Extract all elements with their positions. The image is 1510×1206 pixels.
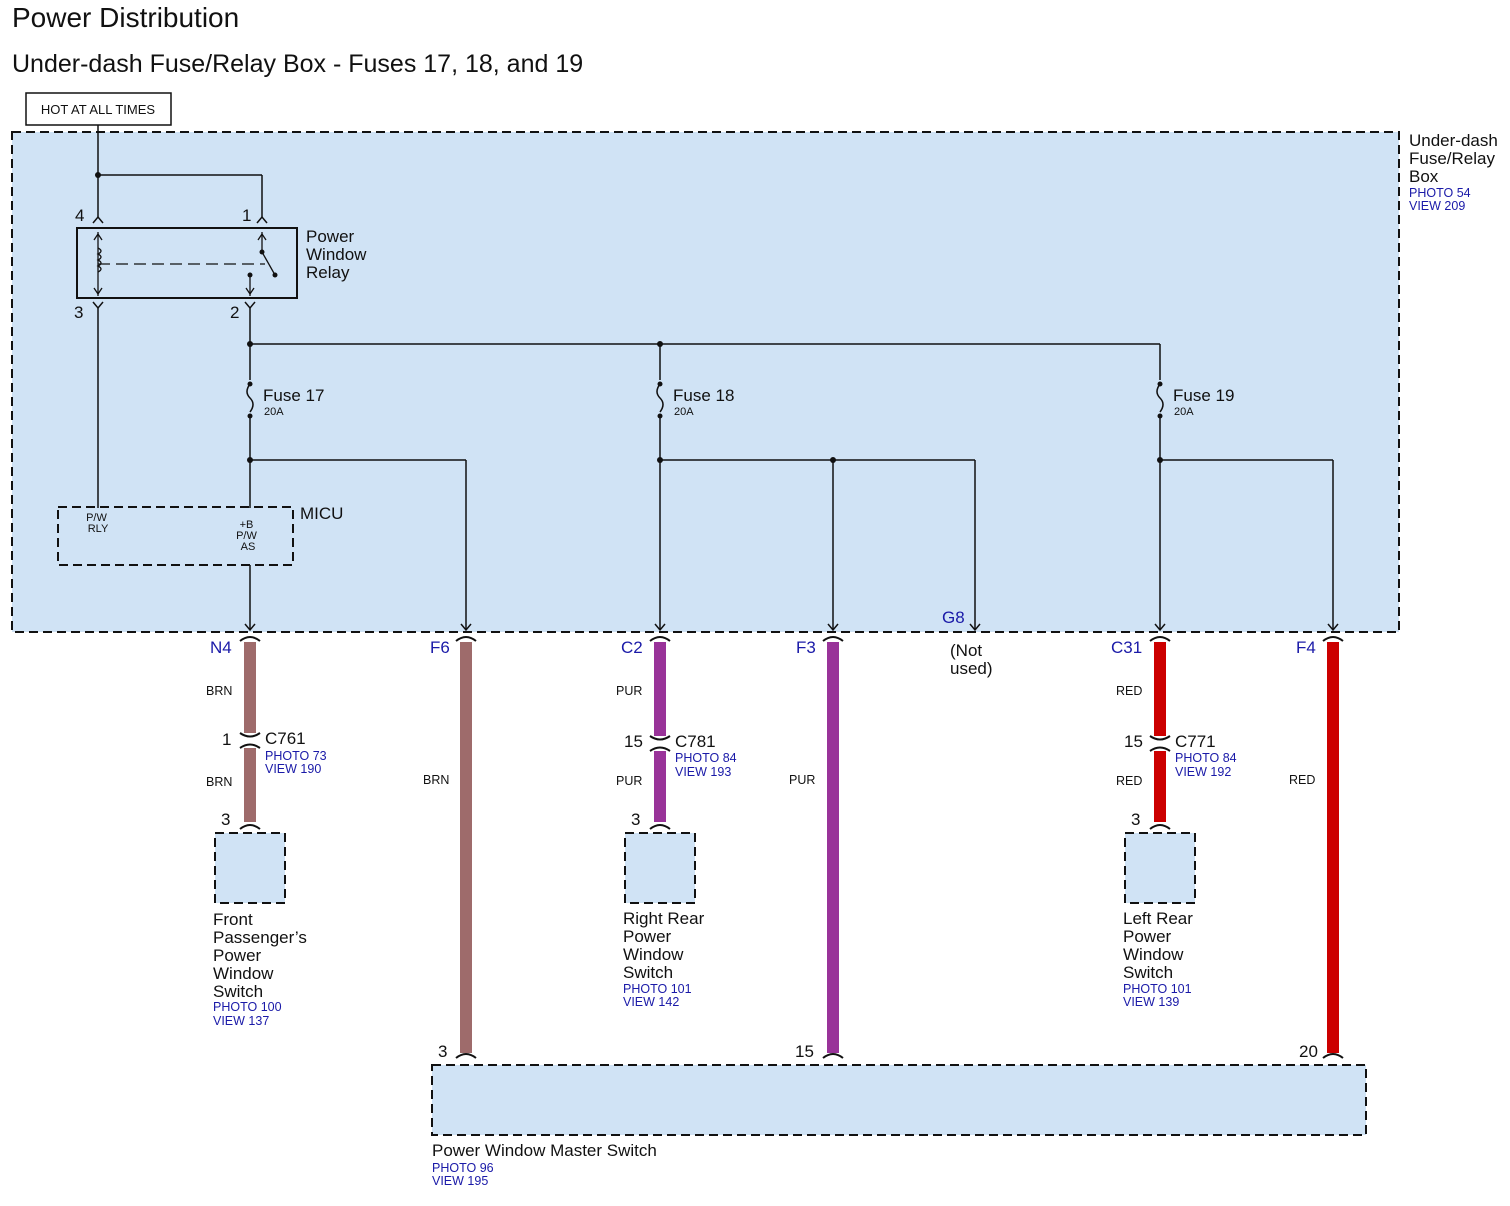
c781-pin: 15 (624, 732, 643, 751)
c771-pin: 15 (1124, 732, 1143, 751)
c781-view: VIEW 193 (675, 765, 731, 779)
master-switch-name: Power Window Master Switch (432, 1141, 657, 1160)
connector-f3: F3 (796, 638, 816, 657)
master-pin-3: 3 (438, 1042, 447, 1061)
junction-dot (95, 172, 101, 178)
micu-pw-rly-label: P/W RLY (86, 512, 110, 535)
relay-pin-1: 1 (242, 206, 251, 225)
relay-contact (247, 272, 253, 278)
fuse-18-rating: 20A (674, 406, 694, 418)
left-rear-switch (1124, 832, 1196, 904)
fuse-box-view: VIEW 209 (1409, 199, 1465, 213)
c781-name: C781 (675, 732, 716, 751)
relay-pin-2: 2 (230, 303, 239, 322)
connector-c2: C2 (621, 638, 643, 657)
c761-name: C761 (265, 729, 306, 748)
fuse-symbols (246, 383, 1164, 630)
fuse-terminal (657, 413, 663, 419)
fuse-terminal (247, 381, 253, 387)
micu-b-pw-as-label: +B P/W AS (236, 519, 260, 553)
connector-f4: F4 (1296, 638, 1316, 657)
connector-c31: C31 (1111, 638, 1142, 657)
micu-name: MICU (300, 504, 343, 523)
right-rear-switch-name: Right Rear Power Window Switch (623, 909, 709, 982)
fuse-terminal (1157, 381, 1163, 387)
right-rear-switch (624, 832, 696, 904)
master-switch-view: VIEW 195 (432, 1174, 488, 1188)
c761-photo: PHOTO 73 (265, 749, 327, 763)
fuse-17-rating: 20A (264, 406, 284, 418)
relay-contact (259, 249, 265, 255)
c771-photo: PHOTO 84 (1175, 751, 1237, 765)
fuse-17-name: Fuse 17 (263, 386, 324, 405)
wire-label-f3: PUR (789, 773, 815, 787)
c781-photo: PHOTO 84 (675, 751, 737, 765)
wire-label-c781: PUR (616, 774, 642, 788)
wire-label-c761: BRN (206, 775, 232, 789)
junction-dot (657, 341, 663, 347)
master-pin-20: 20 (1299, 1042, 1318, 1061)
master-pin-15: 15 (795, 1042, 814, 1061)
wire-label-c2: PUR (616, 684, 642, 698)
fuse-19-name: Fuse 19 (1173, 386, 1234, 405)
connector-g8: G8 (942, 608, 965, 627)
power-window-relay (76, 227, 298, 299)
relay-contact (272, 272, 278, 278)
left-rear-pin: 3 (1131, 810, 1140, 829)
page-subtitle: Under-dash Fuse/Relay Box - Fuses 17, 18… (12, 50, 584, 78)
right-rear-pin: 3 (631, 810, 640, 829)
front-passenger-view: VIEW 137 (213, 1014, 269, 1028)
fuse-branch-wires (244, 459, 1339, 632)
fuse-terminal (1157, 413, 1163, 419)
fuse-box-photo: PHOTO 54 (1409, 186, 1471, 200)
page-title: Power Distribution (12, 2, 240, 33)
left-rear-photo: PHOTO 101 (1123, 982, 1192, 996)
micu-box (57, 506, 294, 566)
fuse-terminal (247, 413, 253, 419)
junction-dot (1157, 457, 1163, 463)
hot-label: HOT AT ALL TIMES (41, 102, 155, 117)
wire-label-f4: RED (1289, 773, 1315, 787)
c761-view: VIEW 190 (265, 762, 321, 776)
wire-label-c771: RED (1116, 774, 1142, 788)
relay-pin-4: 4 (75, 206, 84, 225)
junction-dot (657, 457, 663, 463)
relay-name: Power Window Relay (306, 227, 371, 282)
front-passenger-photo: PHOTO 100 (213, 1000, 282, 1014)
fuse-19-rating: 20A (1174, 406, 1194, 418)
junction-dot (247, 457, 253, 463)
fuse-relay-box (11, 131, 1400, 633)
relay-pin-3: 3 (74, 303, 83, 322)
left-rear-switch-name: Left Rear Power Window Switch (1123, 909, 1198, 982)
connector-cups (239, 636, 1344, 1059)
relay-internals (93, 232, 276, 296)
front-passenger-pin: 3 (221, 810, 230, 829)
left-rear-view: VIEW 139 (1123, 995, 1179, 1009)
colored-wires (244, 642, 1339, 1053)
front-passenger-switch-name: Front Passenger’s Power Window Switch (213, 910, 312, 1001)
front-passenger-switch (214, 832, 286, 904)
c771-name: C771 (1175, 732, 1216, 751)
power-window-master-switch (431, 1064, 1367, 1136)
connector-n4: N4 (210, 638, 232, 657)
wire-label-c31: RED (1116, 684, 1142, 698)
c761-pin: 1 (222, 730, 231, 749)
hot-feed-wires (92, 125, 268, 224)
fuse-18-name: Fuse 18 (673, 386, 734, 405)
right-rear-view: VIEW 142 (623, 995, 679, 1009)
wire-label-n4: BRN (206, 684, 232, 698)
connector-f6: F6 (430, 638, 450, 657)
junction-dot (247, 341, 253, 347)
junction-dot (830, 457, 836, 463)
right-rear-photo: PHOTO 101 (623, 982, 692, 996)
master-switch-photo: PHOTO 96 (432, 1161, 494, 1175)
c771-view: VIEW 192 (1175, 765, 1231, 779)
wire-label-f6: BRN (423, 773, 449, 787)
not-used-label: (Not used) (950, 641, 993, 678)
fuse-box-name: Under-dash Fuse/Relay Box (1409, 131, 1503, 186)
fuse-terminal (657, 381, 663, 387)
